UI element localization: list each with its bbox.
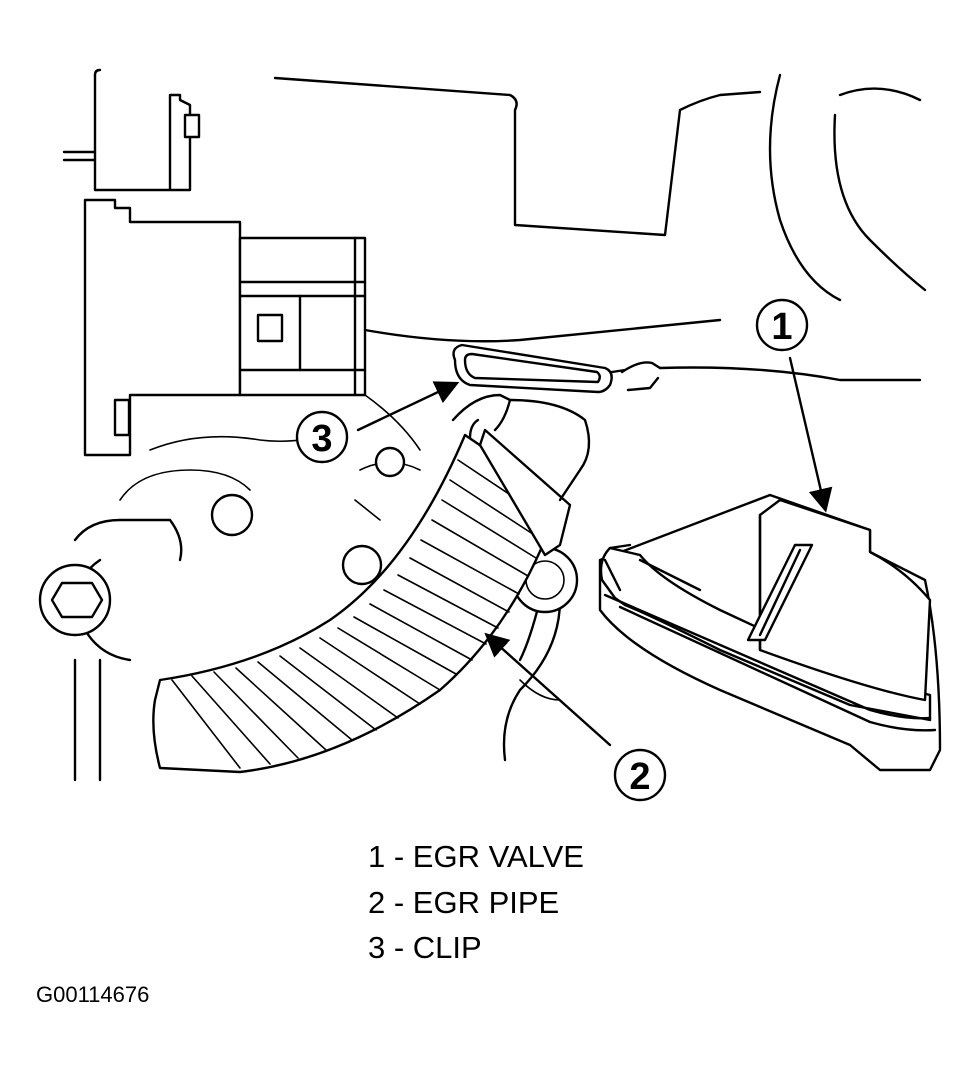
egr-diagram-illustration: 1 2 3: [38, 68, 942, 802]
callout-2: 2: [484, 632, 667, 802]
legend-item-egr-valve: 1 - EGR VALVE: [368, 839, 584, 874]
callout-2-number: 2: [629, 756, 650, 798]
connector-block: [62, 93, 367, 457]
callout-3-number: 3: [311, 418, 332, 460]
egr-pipe: [152, 393, 591, 774]
engine-housing-outline: [73, 68, 927, 782]
callout-1: 1: [755, 298, 833, 513]
callout-3: 3: [295, 381, 460, 464]
legend: 1 - EGR VALVE 2 - EGR PIPE 3 - CLIP: [368, 834, 584, 971]
clip: [452, 343, 662, 394]
egr-valve: [598, 493, 942, 772]
legend-item-egr-pipe: 2 - EGR PIPE: [368, 884, 560, 920]
figure-id: G00114676: [36, 982, 150, 1007]
callout-1-number: 1: [771, 306, 792, 348]
legend-item-clip: 3 - CLIP: [368, 930, 482, 965]
